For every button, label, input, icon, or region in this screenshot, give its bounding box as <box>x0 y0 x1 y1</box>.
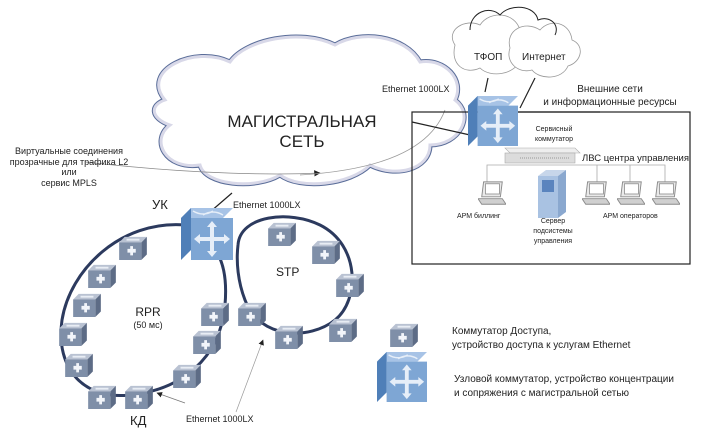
operator-workstation-icon-3[interactable] <box>652 181 680 205</box>
access-switch-kd-label: КД <box>130 413 147 428</box>
external-networks-line1: Внешние сети <box>577 84 643 95</box>
internet-label: Интернет <box>522 52 566 63</box>
billing-label: АРМ биллинг <box>457 213 501 220</box>
virtual-connections-line2: прозрачные для трафика L2 <box>9 157 129 167</box>
virtual-connections-line4: сервис MPLS <box>41 178 97 188</box>
backbone-title-line2: СЕТЬ <box>279 132 325 151</box>
legend-access-switch-icon <box>390 323 418 347</box>
pstn-label: ТФОП <box>474 52 503 63</box>
access-switch-kd-icon[interactable] <box>125 385 153 409</box>
node-switch-label: УК <box>152 197 168 212</box>
server-label-line1: Сервер <box>540 218 566 225</box>
rpr-label: RPR <box>135 305 161 319</box>
access-switch-icon[interactable] <box>336 273 364 297</box>
access-switch-icon[interactable] <box>88 385 116 409</box>
access-switch-icon[interactable] <box>268 222 296 246</box>
access-switch-icon[interactable] <box>119 236 147 260</box>
operator-workstation-icon-1[interactable] <box>582 181 610 205</box>
legend-access-switch-line2: устройство доступа к услугам Ethernet <box>452 340 631 351</box>
access-switch-icon[interactable] <box>193 330 221 354</box>
virtual-connection-curve <box>299 109 446 176</box>
backbone-title-line1: МАГИСТРАЛЬНАЯ <box>227 112 377 131</box>
service-switch-line2: коммутатор <box>534 136 574 143</box>
server-label-line3: управления <box>533 238 573 245</box>
service-switch-line1: Сервисный <box>535 126 573 133</box>
management-server-icon[interactable] <box>538 170 566 218</box>
legend-node-switch-icon <box>377 352 427 402</box>
stp-ring <box>235 215 354 335</box>
lan-hub-icon <box>504 147 581 164</box>
stp-label: STP <box>276 265 300 279</box>
lan-label: ЛВС центра управления <box>582 153 689 164</box>
backbone-cloud <box>151 34 467 187</box>
rpr-timing-label: (50 мс) <box>133 320 163 330</box>
upper-cloud <box>469 6 557 36</box>
service-switch-icon[interactable] <box>468 95 518 147</box>
virtual-connections-line3: или <box>61 167 77 177</box>
access-switch-icon[interactable] <box>275 325 303 349</box>
access-link-label: Ethernet 1000LX <box>186 414 254 424</box>
external-networks-line2: и информационные ресурсы <box>543 97 677 108</box>
node-switch-icon[interactable] <box>181 208 233 260</box>
virtual-connection-line <box>84 161 321 177</box>
virtual-connections-line1: Виртуальные соединения <box>15 146 123 156</box>
access-switch-icon[interactable] <box>59 322 87 346</box>
legend-access-switch-line1: Коммутатор Доступа, <box>452 326 552 337</box>
service-uplink-label: Ethernet 1000LX <box>382 84 450 94</box>
access-switch-icon[interactable] <box>329 318 357 342</box>
rpr-ring <box>59 223 228 398</box>
access-switch-icon[interactable] <box>73 293 101 317</box>
legend-node-switch-line2: и сопряжения с магистральной сетью <box>454 388 630 399</box>
access-switch-icon[interactable] <box>173 364 201 388</box>
operators-label: АРМ операторов <box>603 213 658 220</box>
operator-workstation-icon-2[interactable] <box>617 181 645 205</box>
access-switch-icon[interactable] <box>65 353 93 377</box>
access-switch-icon[interactable] <box>88 264 116 288</box>
access-switch-icon[interactable] <box>238 302 266 326</box>
internet-cloud <box>508 22 581 78</box>
server-label-line2: подсистемы <box>533 228 573 235</box>
access-switch-icon[interactable] <box>312 240 340 264</box>
billing-workstation-icon[interactable] <box>478 181 506 205</box>
node-uplink-label: Ethernet 1000LX <box>233 200 301 210</box>
legend-node-switch-line1: Узловой коммутатор, устройство концентра… <box>454 374 674 385</box>
access-switch-icon[interactable] <box>201 302 229 326</box>
